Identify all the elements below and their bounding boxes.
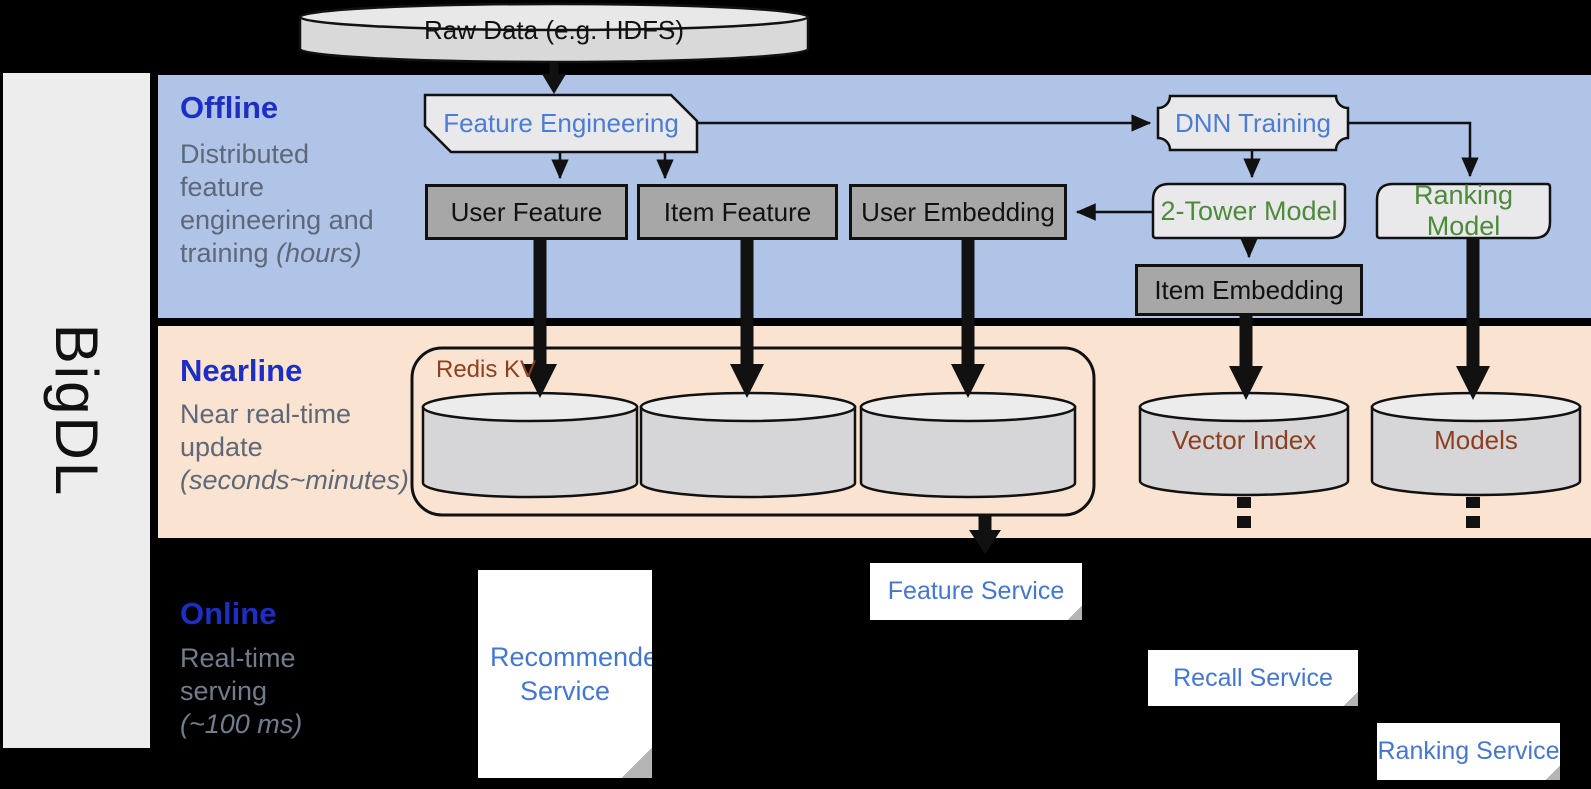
redis-kv-label: Redis KV (436, 356, 537, 383)
bigdl-logo-text: BigDL (43, 323, 111, 498)
ranking-service-box: Ranking Service (1377, 723, 1560, 780)
item-feature-node: Item Feature (637, 184, 838, 240)
feature-engineering-node: Feature Engineering (443, 108, 679, 138)
user-feature-node: User Feature (425, 184, 628, 240)
nearline-title: Nearline (180, 353, 303, 388)
online-title: Online (180, 596, 277, 631)
online-description: Real-time serving (~100 ms) (180, 643, 303, 739)
doc-fold-corner-icon (622, 748, 652, 778)
ranking-model-node: Ranking Model (1413, 180, 1514, 241)
fold-corner-icon (1344, 692, 1358, 706)
nearline-description: Near real-time update (seconds~minutes) (180, 399, 409, 495)
fold-corner-icon (1068, 606, 1082, 620)
item-embedding-node: Item Embedding (1135, 264, 1363, 316)
feature-service-wrap: Feature Service (870, 563, 1082, 620)
two-tower-model-node: 2-Tower Model (1160, 195, 1338, 226)
offline-description: Distributed feature engineering and trai… (180, 139, 374, 268)
recommender-service-doc-wrap: Recommender Service (478, 570, 652, 778)
raw-data-label: Raw Data (e.g. HDFS) (423, 15, 685, 45)
bigdl-sidebar: BigDL (3, 73, 150, 748)
recall-service-wrap: Recall Service (1148, 650, 1358, 706)
dnn-training-node: DNN Training (1174, 107, 1332, 138)
recall-service-box: Recall Service (1148, 650, 1358, 706)
feature-service-box: Feature Service (870, 563, 1082, 620)
models-label: Models (1434, 424, 1518, 455)
recommender-service-doc: Recommender Service (478, 570, 652, 778)
fold-corner-icon (1546, 766, 1560, 780)
user-embedding-node: User Embedding (849, 184, 1067, 240)
ranking-service-wrap: Ranking Service (1377, 723, 1560, 780)
offline-title: Offline (180, 90, 279, 125)
vector-index-label: Vector Index (1171, 424, 1317, 455)
